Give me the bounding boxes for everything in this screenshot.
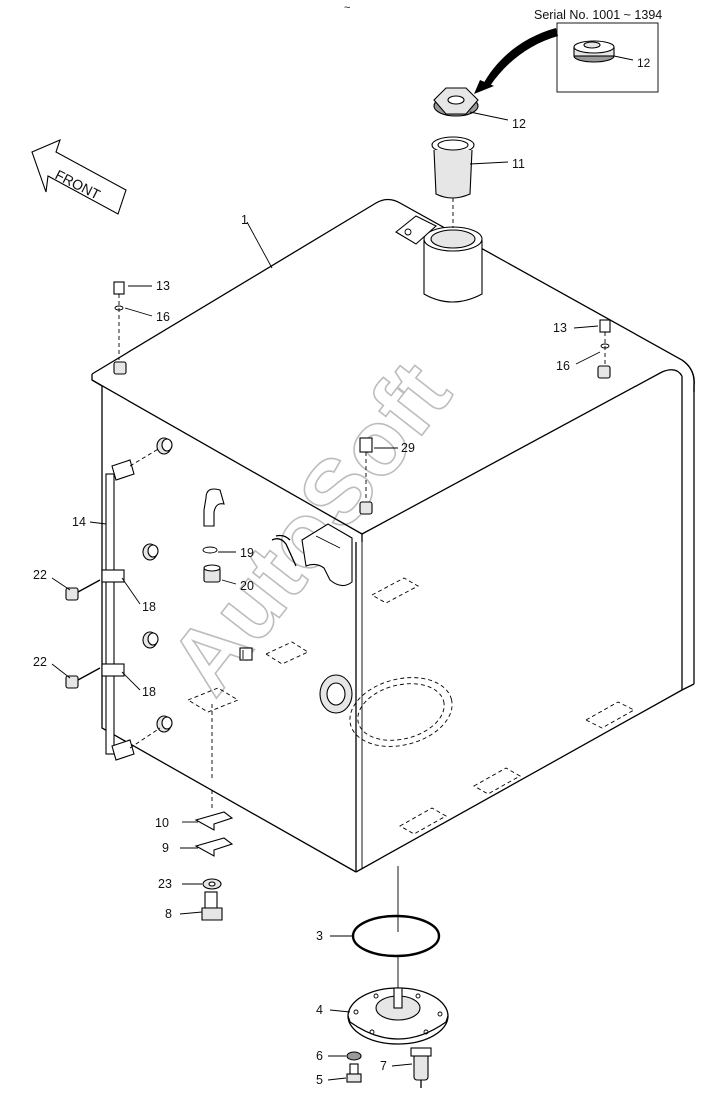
inset-leader	[613, 55, 634, 61]
callout-5: 5	[316, 1073, 323, 1087]
boss-bottom	[156, 715, 173, 733]
callout-8: 8	[165, 907, 172, 921]
serial-note: Serial No. 1001 ~ 1394	[534, 8, 662, 22]
callout-12: 12	[512, 117, 526, 131]
oring-3	[351, 914, 441, 958]
callout-22-upper: 22	[33, 568, 47, 582]
callout-7: 7	[380, 1059, 387, 1073]
inset-frame	[556, 22, 659, 93]
callout-14: 14	[72, 515, 86, 529]
filler-cap	[433, 87, 479, 117]
callout-19: 19	[240, 546, 254, 560]
callout-4: 4	[316, 1003, 323, 1017]
filler-neck	[395, 215, 483, 303]
callout-12-inset: 12	[637, 56, 651, 70]
callout-29: 29	[401, 441, 415, 455]
washer-16-right	[600, 343, 610, 349]
washer-16-left	[114, 305, 124, 311]
bolt-5	[346, 1063, 362, 1083]
tank-body	[91, 198, 695, 873]
boss-mid1	[142, 543, 159, 561]
fitting-7	[410, 1047, 432, 1088]
bolt-22-upper	[65, 579, 101, 601]
bolt-22-lower	[65, 667, 101, 689]
leaders	[51, 111, 601, 1081]
side-port	[319, 674, 353, 714]
callout-11: 11	[512, 157, 525, 171]
shim-10	[194, 811, 234, 831]
bolt-13-left	[113, 281, 125, 360]
callout-23: 23	[158, 877, 172, 891]
boss-top-left	[113, 361, 127, 375]
callout-20: 20	[240, 579, 254, 593]
callout-6: 6	[316, 1049, 323, 1063]
callout-18-lower: 18	[142, 685, 156, 699]
sight-gauge	[101, 447, 161, 761]
strainer	[431, 136, 475, 199]
boss-mid2	[142, 631, 159, 649]
inset-cap-icon	[573, 40, 615, 63]
plug-20	[203, 564, 221, 583]
washer-6	[346, 1051, 362, 1061]
o-ring-19	[202, 546, 218, 554]
washer-23	[202, 878, 222, 890]
boss-top-front	[359, 501, 373, 515]
watermark: AutoSoft	[150, 344, 469, 713]
boss-top-right	[597, 365, 611, 379]
callout-3: 3	[316, 929, 323, 943]
top-mark: ~	[344, 2, 350, 14]
cover-plate-4	[347, 987, 449, 1045]
square-boss	[239, 647, 253, 661]
clamp-upper	[101, 569, 125, 583]
shim-9	[194, 837, 234, 857]
callout-13-right: 13	[553, 321, 567, 335]
bolt-13-right	[599, 319, 611, 364]
callout-1: 1	[241, 213, 248, 227]
callout-16-left: 16	[156, 310, 170, 324]
callout-16-right: 16	[556, 359, 570, 373]
bolt-8	[201, 891, 223, 921]
serial-inset: Serial No. 1001 ~ 1394 12	[474, 8, 662, 94]
inset-arrow	[482, 28, 558, 86]
elbow-fitting	[202, 488, 225, 554]
callout-22-lower: 22	[33, 655, 47, 669]
callout-labels: 1 12 11 13 16 13 16 29 14 19 20 22 22 18…	[33, 117, 570, 1087]
callout-10: 10	[155, 816, 169, 830]
callout-9: 9	[162, 841, 169, 855]
clamp-lower	[101, 663, 125, 677]
inset-arrow-head	[474, 80, 494, 94]
lifting-bracket	[271, 523, 353, 587]
callout-18-upper: 18	[142, 600, 156, 614]
front-arrow: FRONT	[31, 139, 127, 215]
bolt-29	[359, 437, 373, 500]
boss-top	[156, 437, 173, 455]
callout-13-left: 13	[156, 279, 170, 293]
